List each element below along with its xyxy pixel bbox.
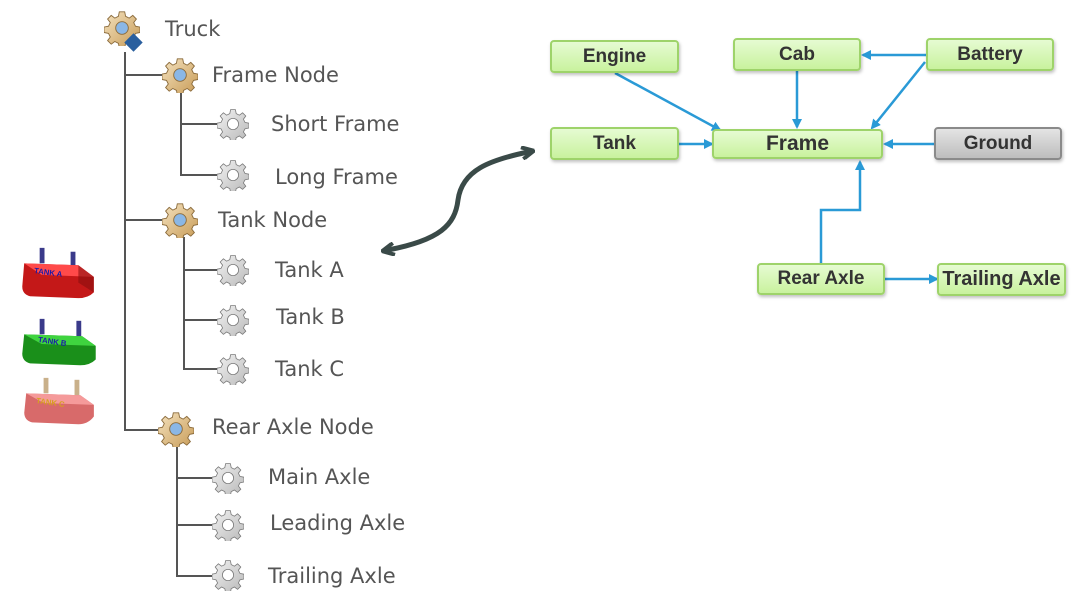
- branch-tank-b: [183, 319, 223, 321]
- tank-node-gear-icon: [162, 202, 198, 238]
- tree-tank-c: Tank C: [275, 357, 345, 381]
- branch-short-frame: [180, 123, 222, 125]
- tree-main-axle: Main Axle: [268, 465, 371, 489]
- branch-tank-node: [124, 219, 168, 221]
- leading-axle-gear-icon: [212, 509, 244, 541]
- branch-frame-node: [124, 74, 168, 76]
- frame-node-gear-icon: [162, 57, 198, 93]
- branch-main-axle: [176, 477, 218, 479]
- edge-rear-axle-frame: [819, 160, 865, 263]
- branch-long-frame: [180, 174, 222, 176]
- node-cab: Cab: [733, 38, 861, 71]
- rear-axle-node-gear-icon: [158, 411, 194, 447]
- tree-root-truck: Truck: [165, 17, 221, 41]
- tank-c-gear-icon: [217, 353, 249, 385]
- node-tank: Tank: [550, 127, 679, 160]
- tree-rear-axle-node: Rear Axle Node: [212, 415, 374, 439]
- double-arrow-icon: [388, 152, 528, 250]
- tree-tank-a: Tank A: [275, 258, 344, 282]
- branch-leading-axle: [176, 524, 218, 526]
- branch-rear-axle-node: [124, 429, 164, 431]
- node-engine: Engine: [550, 40, 679, 73]
- tank-a-gear-icon: [217, 254, 249, 286]
- node-trailing-axle: Trailing Axle: [937, 263, 1066, 296]
- tank-b-image: TANK B: [20, 315, 98, 373]
- tree-short-frame: Short Frame: [271, 112, 400, 136]
- node-rear-axle: Rear Axle: [757, 263, 885, 295]
- tree-long-frame: Long Frame: [275, 165, 398, 189]
- tank-b-image-label: TANK B: [37, 335, 67, 348]
- branch-tank-c: [183, 368, 223, 370]
- tank-c-image: TANK C: [22, 374, 100, 432]
- frame-subtree-trunk: [180, 92, 182, 176]
- trailing-axle-gear-icon: [212, 559, 244, 591]
- tank-subtree-trunk: [183, 237, 185, 370]
- tank-a-image: TANK A: [20, 244, 98, 302]
- tree-tank-b: Tank B: [276, 305, 345, 329]
- tree-tank-node: Tank Node: [218, 208, 328, 232]
- edge-engine-frame: [614, 71, 722, 132]
- edge-battery-frame: [870, 61, 926, 130]
- branch-trailing-axle: [176, 575, 218, 577]
- tree-frame-node: Frame Node: [212, 63, 339, 87]
- short-frame-gear-icon: [217, 108, 249, 140]
- main-axle-gear-icon: [212, 462, 244, 494]
- tank-c-image-label: TANK C: [36, 396, 66, 409]
- node-ground: Ground: [934, 127, 1062, 160]
- node-battery: Battery: [926, 38, 1054, 71]
- tree-leading-axle: Leading Axle: [270, 511, 406, 535]
- tree-trunk: [124, 52, 126, 431]
- long-frame-gear-icon: [217, 159, 249, 191]
- tank-b-gear-icon: [217, 304, 249, 336]
- rear-subtree-trunk: [176, 447, 178, 577]
- branch-tank-a: [183, 269, 223, 271]
- node-frame: Frame: [712, 129, 883, 159]
- tank-a-image-label: TANK A: [34, 266, 64, 279]
- tree-trailing-axle: Trailing Axle: [268, 564, 396, 588]
